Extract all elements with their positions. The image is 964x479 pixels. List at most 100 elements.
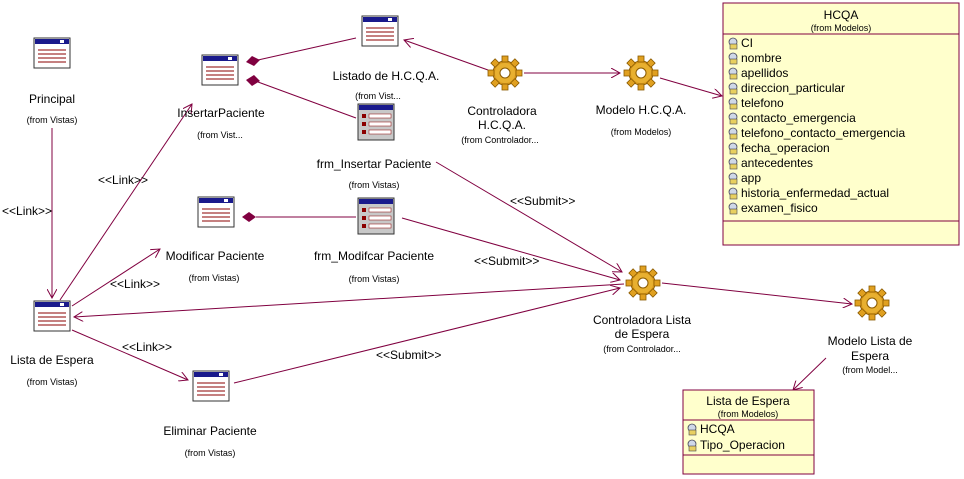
node-controladora-hcqa[interactable]: Controladora H.C.Q.A. (from Controlador.… xyxy=(461,55,539,145)
class-attribute: telefono_contacto_emergencia xyxy=(741,126,905,140)
modelo-lista-to-class xyxy=(793,357,827,390)
form-icon xyxy=(357,197,395,235)
page-icon xyxy=(361,15,399,47)
edge-label-submit-eliminar: <<Submit>> xyxy=(376,348,441,362)
node-package: (from Vistas) xyxy=(349,274,400,284)
controladora-lista-to-modelo xyxy=(661,282,852,304)
edge-label-link-eliminar: <<Link>> xyxy=(122,340,172,354)
node-frm-insertar-paciente[interactable]: frm_Insertar Paciente (from Vistas) xyxy=(317,103,432,190)
edge-label-link-principal: <<Link>> xyxy=(2,204,52,218)
submit-eliminar xyxy=(233,288,620,384)
gear-icon xyxy=(623,55,659,91)
node-name: frm_Modifcar Paciente xyxy=(314,249,434,263)
gear-icon xyxy=(854,285,890,321)
insertar-to-listado xyxy=(257,37,357,61)
attribute-icon xyxy=(728,97,738,110)
attribute-icon xyxy=(687,439,697,452)
aggregation-diamond-1 xyxy=(246,56,260,66)
node-name-line2: de Espera xyxy=(615,327,670,341)
node-frm-modificar-paciente[interactable]: frm_Modifcar Paciente (from Vistas) xyxy=(314,197,434,284)
submit-frm-insertar xyxy=(435,161,622,272)
attribute-icon xyxy=(728,82,738,95)
node-package: (from Vist... xyxy=(355,91,401,101)
controladora-lista-to-view xyxy=(74,283,625,317)
node-modelo-lista[interactable]: Modelo Lista de Espera (from Model... xyxy=(828,285,913,375)
aggregation-diamond-3 xyxy=(242,212,256,222)
form-icon xyxy=(357,103,395,141)
node-package: (from Model... xyxy=(842,365,898,375)
node-package: (from Vistas) xyxy=(189,273,240,283)
node-package: (from Vistas) xyxy=(185,448,236,458)
edges xyxy=(52,37,852,390)
node-modelo-hcqa[interactable]: Modelo H.C.Q.A. (from Modelos) xyxy=(596,55,687,137)
node-name: Eliminar Paciente xyxy=(163,424,257,438)
attribute-icon xyxy=(728,172,738,185)
class-package: (from Modelos) xyxy=(811,23,872,33)
page-icon xyxy=(33,37,71,69)
class-hcqa[interactable]: HCQA (from Modelos) CInombreapellidosdir… xyxy=(722,2,960,246)
node-controladora-lista[interactable]: Controladora Lista de Espera (from Contr… xyxy=(593,265,691,354)
edge-label-link-insertar: <<Link>> xyxy=(98,173,148,187)
node-lista-espera-view[interactable]: Lista de Espera (from Vistas) xyxy=(10,300,94,387)
attribute-icon xyxy=(728,187,738,200)
class-attributes: CInombreapellidosdireccion_particulartel… xyxy=(728,36,905,215)
controladora-to-listado xyxy=(404,40,489,71)
node-name-line2: Espera xyxy=(851,349,889,363)
class-attribute: examen_fisico xyxy=(741,201,818,215)
node-name: InsertarPaciente xyxy=(177,106,265,120)
node-modificar-paciente[interactable]: Modificar Paciente (from Vistas) xyxy=(166,196,265,283)
class-attribute: apellidos xyxy=(741,66,788,80)
node-name: Listado de H.C.Q.A. xyxy=(333,69,440,83)
class-attribute: app xyxy=(741,171,761,185)
page-icon xyxy=(33,300,71,332)
node-package: (from Controlador... xyxy=(603,344,681,354)
class-attribute: CI xyxy=(741,36,753,50)
class-attribute: telefono xyxy=(741,96,784,110)
node-package: (from Vist... xyxy=(197,130,243,140)
edge-label-submit-modificar: <<Submit>> xyxy=(474,254,539,268)
gear-icon xyxy=(625,265,661,301)
node-name: frm_Insertar Paciente xyxy=(317,157,432,171)
class-attribute: antecedentes xyxy=(741,156,813,170)
node-name-line1: Controladora Lista xyxy=(593,313,691,327)
edge-label-submit-insertar: <<Submit>> xyxy=(510,194,575,208)
class-attribute: HCQA xyxy=(700,422,735,436)
link-lista-to-eliminar xyxy=(71,329,188,380)
class-attribute: Tipo_Operacion xyxy=(700,438,785,452)
node-package: (from Vistas) xyxy=(349,180,400,190)
class-package: (from Modelos) xyxy=(718,409,779,419)
page-icon xyxy=(192,370,230,402)
class-attributes: HCQA Tipo_Operacion xyxy=(687,422,785,452)
link-lista-to-modificar xyxy=(71,249,160,307)
node-principal[interactable]: Principal (from Vistas) xyxy=(27,37,78,125)
attribute-icon xyxy=(728,142,738,155)
class-lista-espera[interactable]: Lista de Espera (from Modelos) HCQA Tipo_… xyxy=(682,389,815,475)
node-name: Principal xyxy=(29,92,75,106)
aggregation-diamond-2 xyxy=(246,75,260,86)
node-package: (from Modelos) xyxy=(611,127,672,137)
node-package: (from Vistas) xyxy=(27,377,78,387)
class-attribute: historia_enfermedad_actual xyxy=(741,186,889,200)
class-attribute: direccion_particular xyxy=(741,81,845,95)
node-eliminar-paciente[interactable]: Eliminar Paciente (from Vistas) xyxy=(163,370,257,458)
node-package: (from Vistas) xyxy=(27,115,78,125)
node-insertar-paciente[interactable]: InsertarPaciente (from Vist... xyxy=(177,54,265,140)
attribute-icon xyxy=(728,202,738,215)
node-name-line1: Modelo Lista de xyxy=(828,334,913,348)
attribute-icon xyxy=(728,127,738,140)
class-title: Lista de Espera xyxy=(706,394,790,408)
node-name-line1: Controladora xyxy=(467,104,537,118)
node-package: (from Controlador... xyxy=(461,135,539,145)
class-title: HCQA xyxy=(824,8,859,22)
attribute-icon xyxy=(728,67,738,80)
class-box xyxy=(722,2,960,246)
link-lista-to-insertar xyxy=(59,104,192,301)
edge-label-link-modificar: <<Link>> xyxy=(110,277,160,291)
node-name-line2: H.C.Q.A. xyxy=(478,118,526,132)
node-name: Modificar Paciente xyxy=(166,249,265,263)
class-attribute: contacto_emergencia xyxy=(741,111,856,125)
page-icon xyxy=(197,196,235,228)
attribute-icon xyxy=(728,112,738,125)
node-listado-hcqa[interactable]: Listado de H.C.Q.A. (from Vist... xyxy=(333,15,440,101)
